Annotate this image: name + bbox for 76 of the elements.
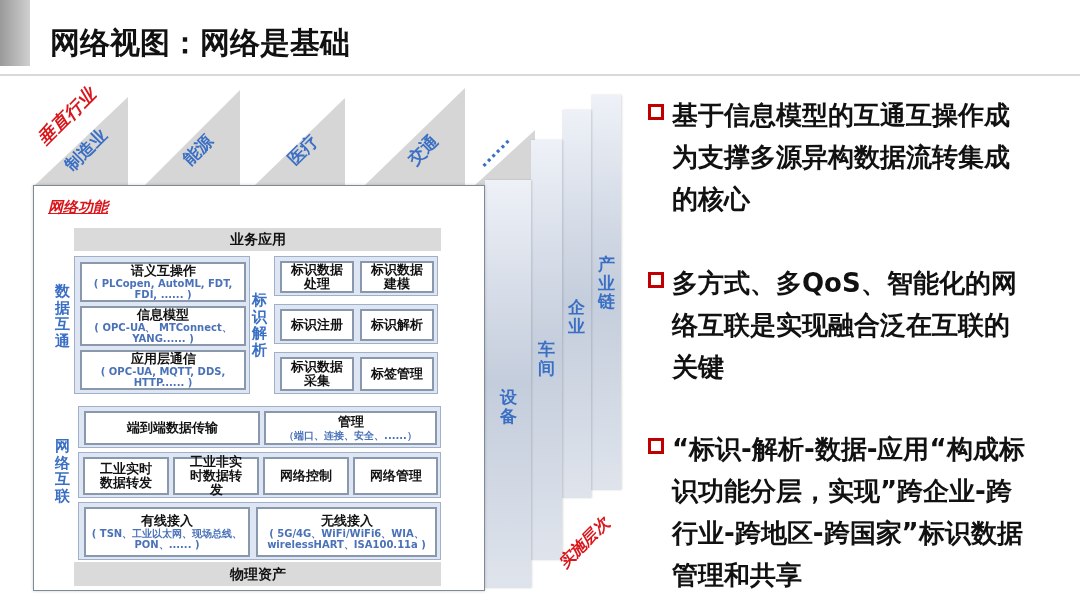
- box-title: 标识解析: [371, 317, 423, 333]
- layer-bar: [74, 228, 441, 251]
- layer-title: 业务应用: [229, 230, 286, 249]
- industry-triangle: [255, 98, 345, 185]
- layer-panel: [274, 256, 438, 296]
- box-title: 网络管理: [369, 468, 422, 484]
- layer-title: 物理资产: [229, 564, 286, 584]
- box-note: ( TSN、工业以太网、现场总线、PON、...... ): [90, 528, 244, 551]
- industry-label: 交通: [402, 130, 443, 172]
- box-title: 端到端数据传输: [126, 420, 218, 436]
- function-box: [80, 306, 246, 346]
- function-box: [360, 357, 434, 391]
- box-note: ( 5G/4G、WiFi/WiFi6、WIA、wirelessHART、ISA100.11a ): [266, 528, 427, 551]
- box-note: （端口、连接、安全、......）: [284, 429, 417, 441]
- function-box: [173, 457, 259, 495]
- function-box: [80, 262, 246, 302]
- function-box: [84, 507, 250, 557]
- industry-label: 能源: [177, 130, 218, 172]
- function-box: [256, 507, 437, 557]
- level-label: 设备: [499, 388, 517, 426]
- layer-bar: [74, 562, 441, 586]
- function-box: [264, 411, 437, 445]
- slide-title: 网络视图：网络是基础: [50, 24, 350, 62]
- group-label: 网络互联: [55, 438, 70, 504]
- level-band: [531, 140, 562, 560]
- bullet-text: 基于信息模型的互通互操作成为支撑多源异构数据流转集成的核心: [672, 99, 1011, 216]
- box-title: 标识数据采集: [290, 359, 344, 389]
- box-note: ( OPC-UA、 MTConnect、 YANG...... ): [93, 322, 233, 345]
- layer-panel: [274, 352, 438, 394]
- box-title: 应用层通信: [130, 351, 196, 367]
- group-label: 标识解析: [252, 292, 267, 358]
- box-title: 无线接入: [320, 513, 373, 529]
- function-box: [360, 309, 434, 341]
- layer-panel: [78, 452, 441, 498]
- box-title: 标识注册: [291, 317, 343, 333]
- axis-title: 实施层次: [554, 512, 614, 572]
- box-title: 有线接入: [141, 513, 193, 528]
- function-box: [280, 357, 354, 391]
- level-label: 车间: [538, 340, 555, 378]
- function-box: [83, 457, 169, 495]
- layer-panel: [78, 406, 441, 448]
- bullet-text: 多方式、多QoS、智能化的网络互联是实现融合泛在互联的关键: [672, 267, 1018, 384]
- box-title: 网络控制: [280, 468, 332, 484]
- level-band: [562, 110, 591, 498]
- bullet-text: “标识-解析-数据-应用“构成标识功能分层，实现”跨企业-跨行业-跨地区-跨国家”标识数据管理和共享: [672, 433, 1026, 592]
- industry-label: ......: [470, 128, 515, 174]
- box-title: 标识数据建模: [370, 262, 424, 292]
- function-box: [84, 411, 260, 445]
- industry-label: 医疗: [282, 130, 323, 172]
- box-title: 标签管理: [371, 366, 423, 382]
- industry-triangle: [365, 88, 465, 185]
- level-label: 企业: [568, 298, 585, 336]
- function-box: [353, 457, 438, 495]
- section-heading: 网络功能: [48, 197, 108, 218]
- box-title: 管理: [337, 415, 364, 430]
- level-band: [591, 95, 621, 490]
- group-label: 数据互通: [55, 283, 70, 349]
- function-box: [80, 350, 246, 390]
- function-box: [263, 457, 349, 495]
- box-note: ( PLCopen, AutoML, FDT, FDI, ...... ): [92, 278, 234, 301]
- box-title: 信息模型: [137, 307, 189, 323]
- layer-panel: [78, 502, 441, 560]
- function-box: [360, 261, 434, 293]
- box-note: ( OPC-UA, MQTT, DDS, HTTP...... ): [99, 366, 227, 389]
- industry-triangle: [145, 90, 240, 185]
- box-title: 工业实时数据转发: [99, 461, 153, 491]
- box-title: 工业非实时数据转发: [189, 454, 243, 498]
- function-box: [280, 261, 354, 293]
- level-label: 产业链: [597, 255, 615, 312]
- function-box: [280, 309, 354, 341]
- layer-panel: [74, 256, 250, 394]
- layer-panel: [274, 304, 438, 344]
- function-frame: [33, 185, 485, 591]
- level-band: [485, 180, 531, 588]
- box-title: 标识数据处理: [290, 262, 344, 292]
- box-title: 语义互操作: [130, 263, 196, 279]
